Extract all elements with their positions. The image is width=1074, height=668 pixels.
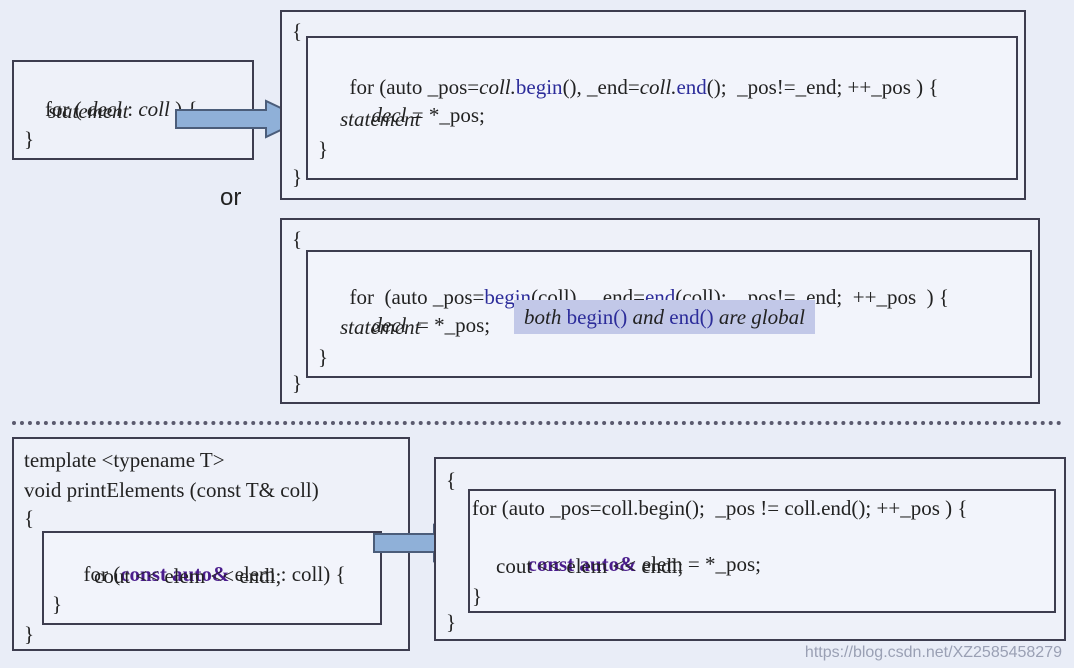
code-text: (), _end=: [562, 75, 640, 99]
coll-text: coll.: [639, 75, 677, 99]
code-text: for (auto _pos=: [349, 285, 485, 309]
end-keyword: end: [676, 75, 707, 99]
expanded-loop-line-1: for (auto _pos=coll.begin(); _pos != col…: [472, 496, 968, 520]
decl-text: decl: [86, 97, 122, 121]
range-for-line-1: for ( decl : coll ) {: [24, 70, 197, 148]
inner-close-brace: }: [318, 137, 329, 161]
template-function-box: template <typename T> void printElements…: [12, 437, 410, 651]
inner-close-brace: }: [318, 345, 329, 369]
member-loop-line-2: decl = *_pos;: [340, 76, 485, 154]
code-text: = *_pos;: [406, 313, 491, 337]
expanded-loop-line-2: const auto& elem = *_pos;: [496, 525, 762, 603]
function-close-brace: }: [24, 622, 35, 646]
inner-close-brace: }: [472, 584, 483, 608]
decl-text: decl: [371, 313, 407, 337]
outer-close-brace: }: [292, 165, 303, 189]
note-text: and: [627, 305, 670, 329]
begin-keyword: begin(): [566, 305, 628, 329]
code-text: (); _pos!=_end; ++_pos ) {: [706, 75, 939, 99]
expanded-loop-box: { for (auto _pos=coll.begin(); _pos != c…: [434, 457, 1066, 641]
dotted-separator: [12, 421, 1062, 425]
end-keyword: end(): [669, 305, 714, 329]
range-loop-line-1: for (const auto& elem : coll) {: [52, 535, 346, 613]
code-text: elem : coll) {: [229, 562, 346, 586]
range-for-line-3: }: [24, 127, 35, 151]
note-text: both: [524, 305, 567, 329]
global-note: both begin() and end() are global: [514, 300, 815, 334]
range-for-line-2: statement: [48, 99, 129, 123]
global-begin-end-box: { for (auto _pos=begin(coll), _end=end(c…: [280, 218, 1040, 404]
coll-text: coll: [138, 97, 170, 121]
expanded-loop-line-3: cout << elem << endl;: [496, 554, 684, 578]
outer-open-brace: {: [292, 19, 303, 43]
range-loop-close-brace: }: [52, 592, 63, 616]
global-loop-line-3: statement: [340, 315, 421, 339]
member-loop-line-1: for (auto _pos=coll.begin(), _end=coll.e…: [318, 48, 939, 126]
function-open-brace: {: [24, 506, 35, 530]
range-loop-line-2: cout << elem << endl;: [94, 564, 282, 588]
decl-text: decl: [371, 103, 407, 127]
watermark: https://blog.csdn.net/XZ2585458279: [804, 644, 1062, 661]
begin-keyword: begin: [515, 75, 563, 99]
note-text: are global: [713, 305, 805, 329]
code-text: elem = *_pos;: [636, 552, 762, 576]
code-text: for (auto _pos=: [349, 75, 480, 99]
function-signature-line: void printElements (const T& coll): [24, 478, 319, 502]
const-auto-keyword: const auto&: [120, 562, 230, 586]
code-text: for (: [45, 97, 87, 121]
const-auto-keyword: const auto&: [527, 552, 637, 576]
range-loop-inner-box: for (const auto& elem : coll) { cout << …: [42, 531, 382, 625]
outer-open-brace: {: [446, 468, 457, 492]
or-label: or: [220, 184, 242, 211]
member-loop-line-3: statement: [340, 107, 421, 131]
global-loop-line-2: decl = *_pos;: [340, 286, 491, 364]
global-loop-inner-box: for (auto _pos=begin(coll), _end=end(col…: [306, 250, 1032, 378]
member-loop-inner-box: for (auto _pos=coll.begin(), _end=coll.e…: [306, 36, 1018, 180]
outer-open-brace: {: [292, 227, 303, 251]
outer-close-brace: }: [292, 371, 303, 395]
code-text: for (: [83, 562, 121, 586]
expanded-loop-inner-box: for (auto _pos=coll.begin(); _pos != col…: [468, 489, 1056, 613]
outer-close-brace: }: [446, 610, 457, 634]
code-text: :: [121, 97, 139, 121]
code-text: = *_pos;: [406, 103, 485, 127]
template-line: template <typename T>: [24, 448, 225, 472]
coll-text: coll.: [479, 75, 516, 99]
member-begin-end-box: { for (auto _pos=coll.begin(), _end=coll…: [280, 10, 1026, 200]
